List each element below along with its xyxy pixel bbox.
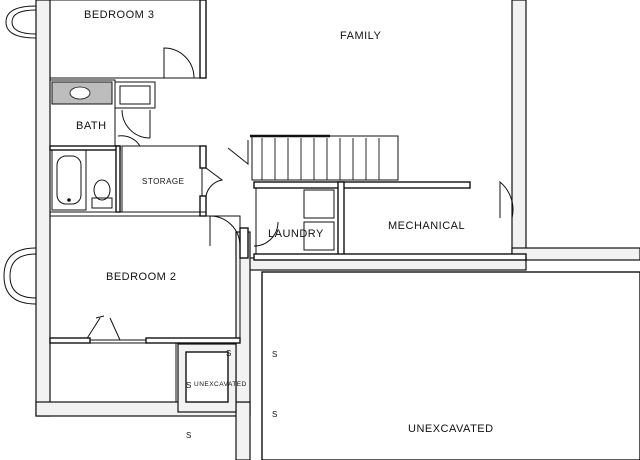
- bath-room: [49, 79, 156, 213]
- label-bedroom3: BEDROOM 3: [84, 9, 155, 21]
- switch-symbol: S: [186, 431, 192, 440]
- switch-symbol: S: [186, 381, 192, 390]
- small-unexcavated: [177, 343, 237, 413]
- label-bath: BATH: [76, 120, 107, 132]
- hall-door: [227, 140, 249, 166]
- label-family: FAMILY: [340, 30, 381, 42]
- dryer: [303, 189, 335, 219]
- washer: [303, 221, 335, 251]
- toilet: [91, 179, 113, 209]
- switch-symbol: S: [226, 349, 232, 358]
- label-unexcavated-large: UNEXCAVATED: [408, 423, 494, 435]
- stairs: [250, 134, 399, 181]
- label-mechanical: MECHANICAL: [388, 220, 465, 232]
- switch-symbol: S: [272, 410, 278, 419]
- laundry-mech-walls: [239, 180, 527, 261]
- bedroom3-room: [5, 0, 207, 79]
- label-unexcavated-small: UNEXCAVATED: [194, 381, 247, 388]
- label-laundry: LAUNDRY: [268, 228, 324, 240]
- large-unexcavated: [261, 271, 640, 460]
- label-bedroom2: BEDROOM 2: [106, 271, 177, 283]
- bedroom2-room: [3, 215, 241, 403]
- label-storage: STORAGE: [142, 177, 184, 186]
- switch-symbol: S: [272, 350, 278, 359]
